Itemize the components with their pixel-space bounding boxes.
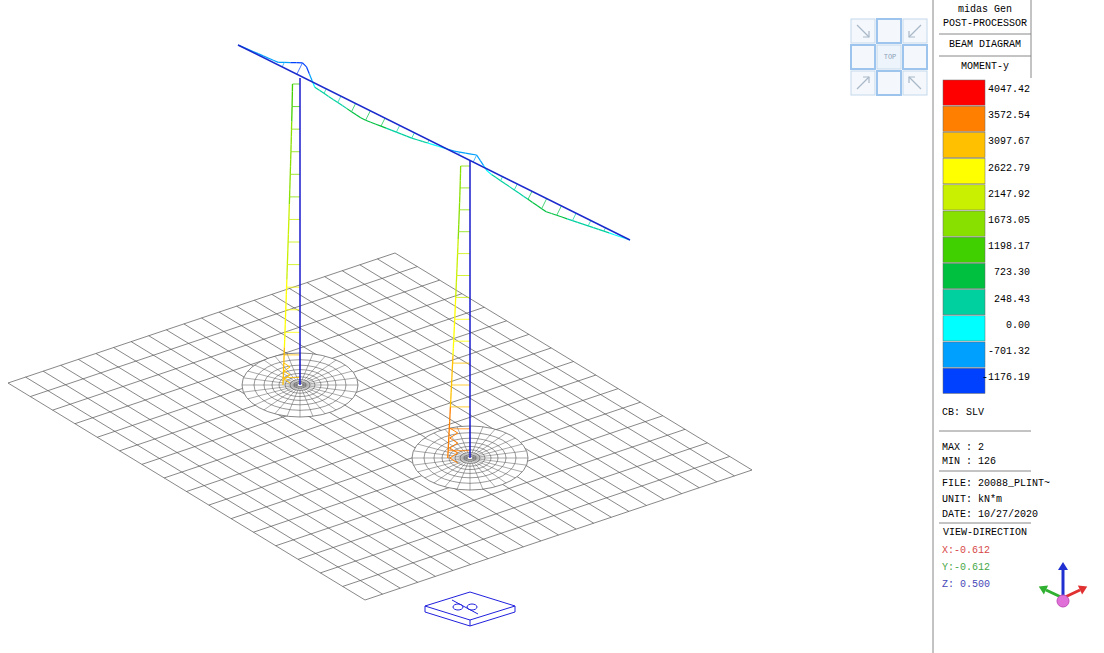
legend-swatches (943, 80, 985, 393)
legend-value: 2622.79 (988, 163, 1030, 175)
view-y: Y:-0.612 (942, 562, 990, 574)
load-combination: CB: SLV (942, 407, 984, 419)
label-text: UNIT: kN*m (942, 494, 1002, 506)
legend-entry: 1198.17 (988, 241, 1030, 253)
support-symbol (425, 592, 515, 626)
view-direction-heading: VIEW-DIRECTION (943, 527, 1027, 539)
label-text: Y:-0.612 (942, 562, 990, 574)
column-moment-diagram (448, 166, 470, 458)
column-element (469, 160, 471, 458)
label-text: BEAM DIAGRAM (949, 39, 1021, 51)
plate-mesh (8, 253, 752, 600)
legend-value: -1176.19 (982, 372, 1030, 384)
legend-value: 1198.17 (988, 241, 1030, 253)
unit: UNIT: kN*m (942, 494, 1002, 506)
view-z: Z: 0.500 (942, 579, 990, 591)
legend-value: 3572.54 (988, 110, 1030, 122)
min-element: MIN : 126 (942, 456, 996, 468)
legend-value: 3097.67 (988, 136, 1030, 148)
legend-entry: 248.43 (994, 294, 1030, 306)
legend-entry: 723.30 (994, 267, 1030, 279)
mesh-line (120, 321, 507, 451)
legend-swatch (943, 211, 985, 236)
legend-entry: -701.32 (988, 346, 1030, 358)
label-text: midas Gen (958, 4, 1012, 16)
view-cube-label: TOP (884, 51, 897, 63)
beam-moment-diagram (238, 45, 630, 240)
axis-icon (1039, 562, 1087, 607)
legend-swatch (943, 368, 985, 393)
mesh-line (75, 294, 462, 424)
legend-entry: -1176.19 (982, 372, 1030, 384)
label-text: MIN : 126 (942, 456, 996, 468)
legend-value: 4047.42 (988, 84, 1030, 96)
legend-value: 2147.92 (988, 189, 1030, 201)
legend-entry: 4047.42 (988, 84, 1030, 96)
label-text: Z: 0.500 (942, 579, 990, 591)
label-text: MOMENT-y (961, 61, 1009, 73)
legend-value: 248.43 (994, 294, 1030, 306)
result-component: MOMENT-y (961, 61, 1009, 73)
legend-swatch (943, 290, 985, 315)
legend-value: 723.30 (994, 267, 1030, 279)
legend-swatch (943, 342, 985, 367)
column-moment-diagram (283, 84, 300, 385)
legend-swatch (943, 106, 985, 131)
view-x: X:-0.612 (942, 545, 990, 557)
legend-entry: 0.00 (1006, 320, 1030, 332)
column-element (299, 78, 301, 385)
legend-swatch (943, 185, 985, 210)
legend-swatch (943, 263, 985, 288)
moment-ripple (284, 363, 290, 383)
legend-value: 0.00 (1006, 320, 1030, 332)
software-name: midas Gen (958, 4, 1012, 16)
mesh-line (30, 267, 417, 397)
mesh-line (253, 402, 640, 532)
legend-value: -701.32 (988, 346, 1030, 358)
legend-swatch (943, 80, 985, 105)
legend-panel-frame (933, 0, 1031, 653)
mesh-line (365, 470, 752, 600)
legend-swatch (943, 159, 985, 184)
legend-entry: 2622.79 (988, 163, 1030, 175)
legend-swatch (943, 237, 985, 262)
label-text: CB: SLV (942, 407, 984, 419)
moment-ripple (450, 428, 458, 463)
legend-swatch (943, 132, 985, 157)
legend-swatch (943, 316, 985, 341)
label-text: X:-0.612 (942, 545, 990, 557)
mesh-line (343, 456, 730, 586)
mesh-line (97, 307, 484, 437)
beam-element (238, 45, 630, 240)
legend-entry: 2147.92 (988, 189, 1030, 201)
view-cube (851, 19, 927, 95)
legend-entry: 3572.54 (988, 110, 1030, 122)
label-text: VIEW-DIRECTION (943, 527, 1027, 539)
max-element: MAX : 2 (942, 442, 984, 454)
label-text: DATE: 10/27/2020 (942, 509, 1038, 521)
file-name: FILE: 20088_PLINT~ (942, 478, 1050, 490)
label-text: POST-PROCESSOR (943, 18, 1027, 30)
mode-name: POST-PROCESSOR (943, 18, 1027, 30)
label-text: FILE: 20088_PLINT~ (942, 478, 1050, 490)
legend-value: 1673.05 (988, 215, 1030, 227)
label-text: MAX : 2 (942, 442, 984, 454)
date: DATE: 10/27/2020 (942, 509, 1038, 521)
legend-entry: 3097.67 (988, 136, 1030, 148)
diagram-type: BEAM DIAGRAM (949, 39, 1021, 51)
label-text: TOP (884, 51, 897, 63)
legend-entry: 1673.05 (988, 215, 1030, 227)
